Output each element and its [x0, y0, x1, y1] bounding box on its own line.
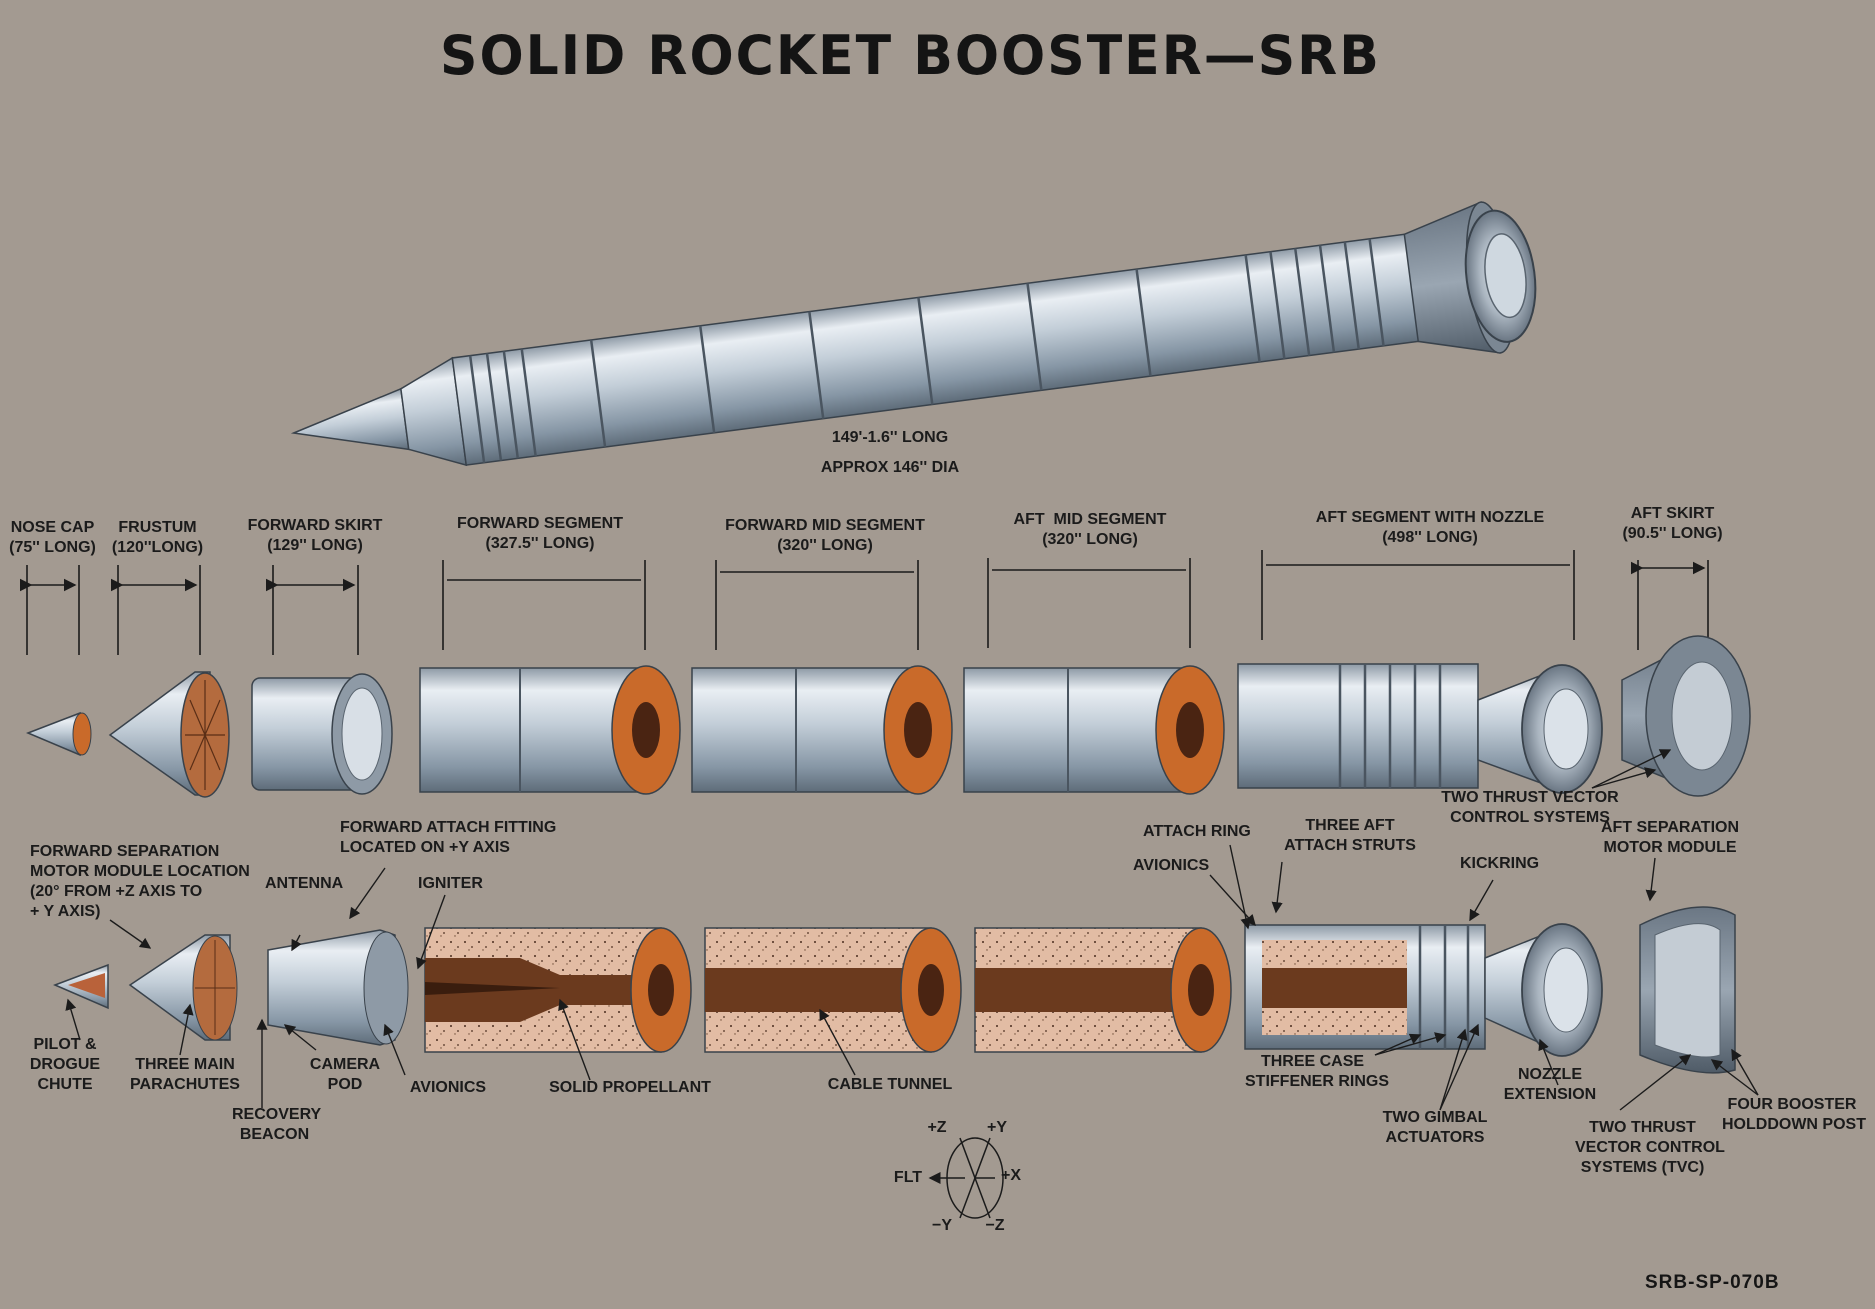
aft-mid-segment-part	[963, 667, 1191, 793]
overall-length: 149'-1.6'' LONG	[831, 429, 949, 446]
forward-segment-part	[419, 667, 647, 793]
segments-cutaway	[53, 906, 1736, 1074]
axis-label-plus-z: +Z	[927, 1119, 947, 1136]
axis-label-plus-y: +Y	[986, 1119, 1007, 1136]
segment-label-aft-segment-with-nozzle: AFT SEGMENT WITH NOZZLE(498'' LONG)	[1315, 509, 1545, 546]
axis-label-minus-z: −Z	[985, 1217, 1005, 1234]
axis-label-minus-y: −Y	[931, 1217, 952, 1234]
diagram-title: SOLID ROCKET BOOSTER—SRB	[440, 24, 1381, 88]
segment-label-aft-skirt: AFT SKIRT(90.5'' LONG)	[1622, 505, 1723, 542]
segment-label-forward-mid-segment: FORWARD MID SEGMENT(320'' LONG)	[725, 517, 925, 554]
axis-label-plus-x: +X	[1000, 1167, 1021, 1184]
nose-cap-part	[25, 711, 81, 757]
forward-mid-segment-part	[691, 667, 919, 793]
label-kickring: KICKRING	[1460, 855, 1540, 872]
leader-lines	[65, 749, 1759, 1111]
overall-diameter: APPROX 146'' DIA	[820, 459, 960, 476]
segment-label-aft-mid-segment: AFT MID SEGMENT(320'' LONG)	[1013, 511, 1167, 548]
segment-label-forward-skirt: FORWARD SKIRT(129'' LONG)	[247, 517, 383, 554]
label-antenna: ANTENNA	[265, 875, 344, 892]
axis-symbol	[928, 1137, 1004, 1219]
label-cable-tunnel: CABLE TUNNEL	[827, 1076, 953, 1093]
booster-body	[451, 221, 1509, 466]
aft-segment-part	[1237, 663, 1479, 789]
label-avionics-aft: AVIONICS	[1133, 857, 1210, 874]
drawing-code: SRB-SP-070B	[1645, 1272, 1780, 1293]
label-avionics-forward: AVIONICS	[409, 1079, 487, 1096]
label-solid-propellant: SOLID PROPELLANT	[549, 1079, 711, 1096]
axis-label-flt: FLT	[893, 1169, 923, 1186]
assembled-booster	[290, 201, 1537, 467]
label-attach-ring: ATTACH RING	[1143, 823, 1251, 840]
segments-external	[25, 635, 1751, 798]
label-igniter: IGNITER	[418, 875, 483, 892]
segment-label-nose-cap: NOSE CAP(75'' LONG)	[9, 519, 96, 556]
segment-label-forward-segment: FORWARD SEGMENT(327.5'' LONG)	[457, 515, 623, 552]
nose-cone	[290, 387, 410, 451]
segment-label-frustum: FRUSTUM(120''LONG)	[111, 519, 204, 556]
dimension-brackets	[19, 550, 1709, 655]
